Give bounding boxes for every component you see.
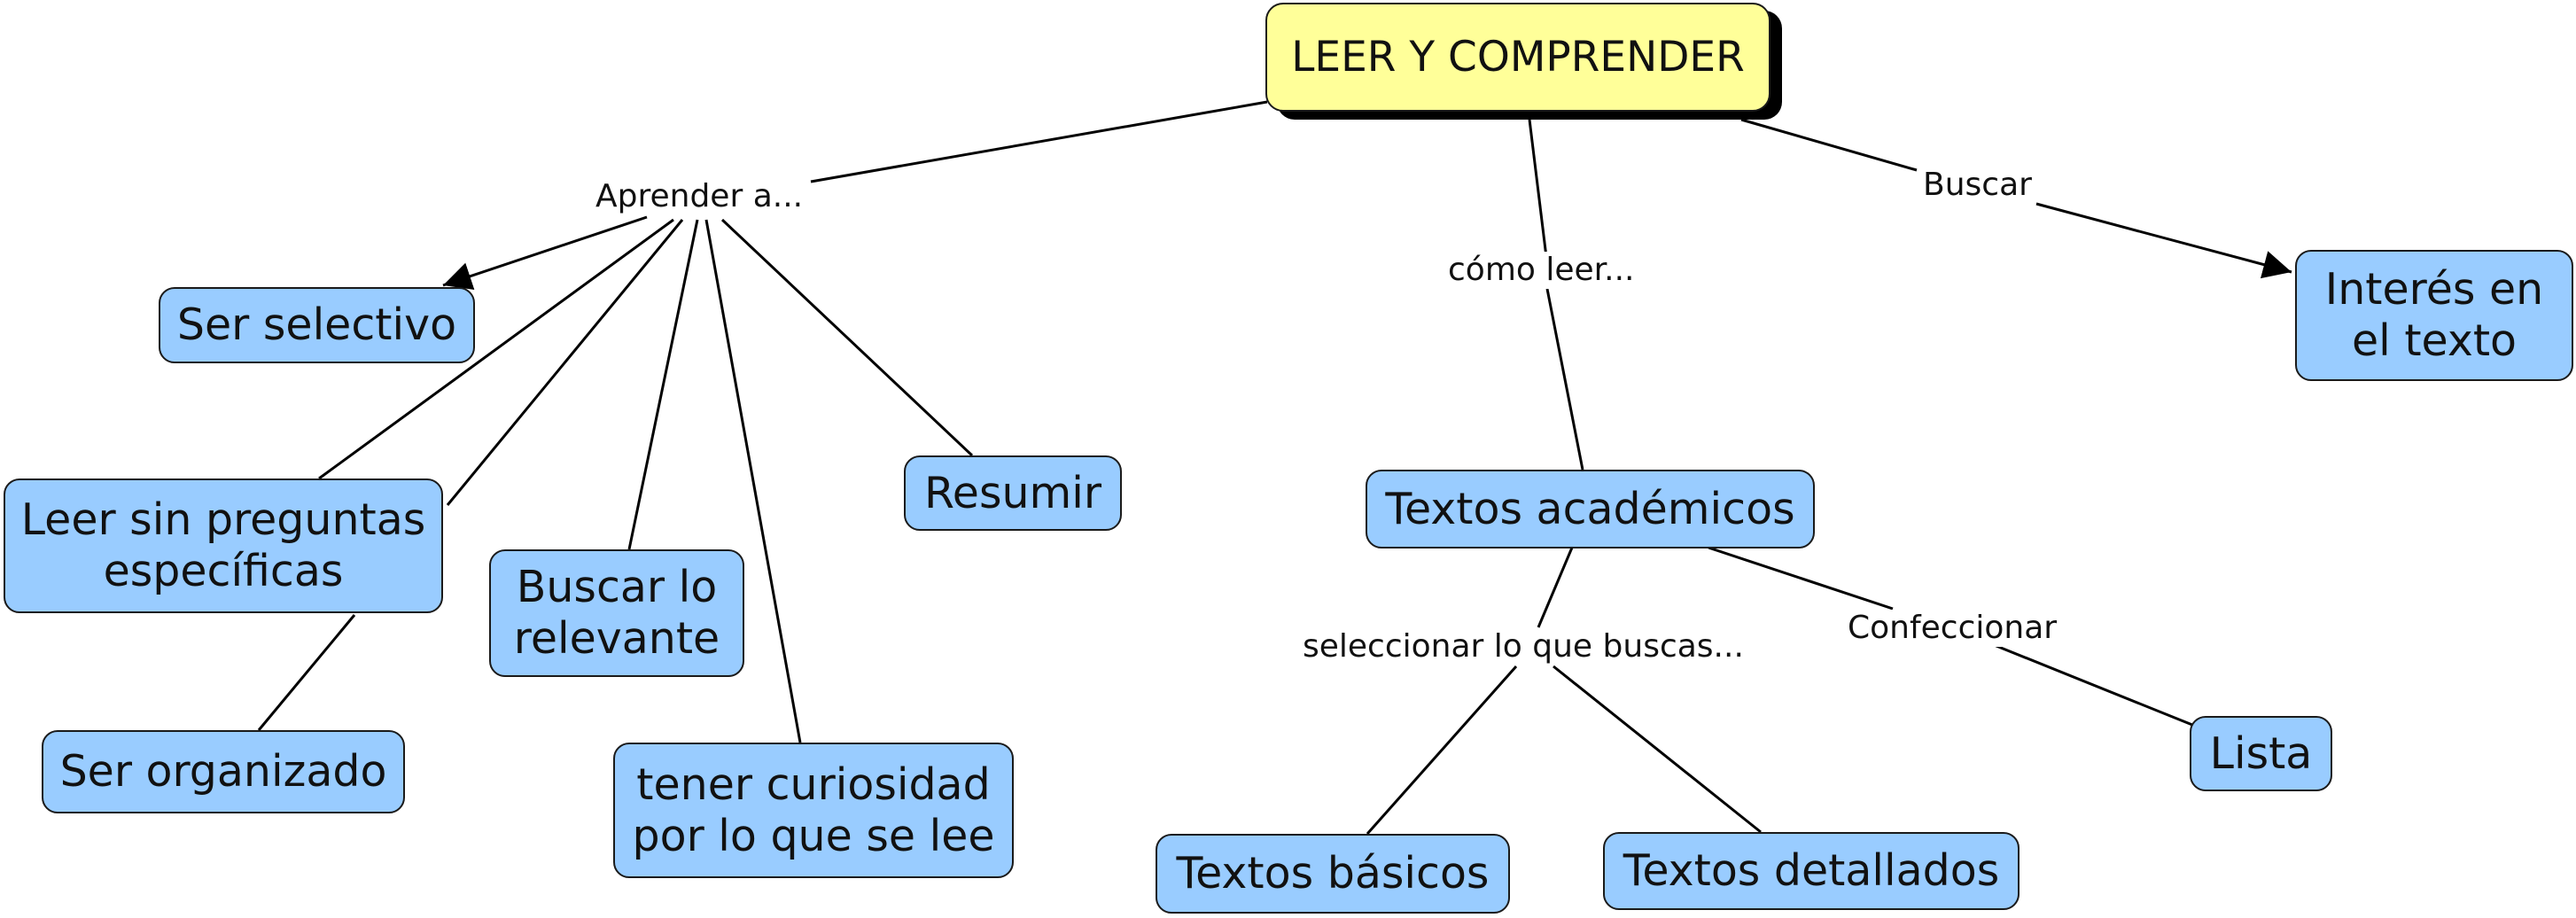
concept-root-label: LEER Y COMPRENDER [1291, 32, 1745, 82]
connector-seleccionar-textos-detallados [1553, 665, 1762, 834]
connector-aprender-tener-curiosidad [704, 219, 802, 743]
concept-tener-curiosidad-label: tener curiosidad por lo que se lee [632, 759, 995, 861]
link-label-confeccionar: Confeccionar [1844, 610, 2061, 647]
connector-aprender-leer-sin-preguntas [318, 218, 674, 480]
concept-tener-curiosidad[interactable]: tener curiosidad por lo que se lee [613, 743, 1014, 878]
link-label-aprender: Aprender a... [592, 178, 807, 215]
concept-textos-detallados-label: Textos detallados [1623, 845, 2000, 896]
concept-textos-academicos[interactable]: Textos académicos [1366, 470, 1815, 548]
connector-root-buscar [1740, 118, 1918, 172]
concept-ser-organizado[interactable]: Ser organizado [42, 730, 405, 813]
connector-leer-sin-preguntas-ser-organizado [257, 614, 356, 731]
connector-buscar-interes-texto [2035, 202, 2292, 279]
concept-textos-academicos-label: Textos académicos [1385, 483, 1795, 534]
connector-confeccionar-lista [1991, 642, 2193, 727]
concept-lista-label: Lista [2209, 727, 2313, 779]
concept-leer-sin-preguntas[interactable]: Leer sin preguntas específicas [4, 478, 443, 613]
concept-buscar-relevante-label: Buscar lo relevante [513, 562, 720, 664]
concept-interes-texto-label: Interés en el texto [2324, 264, 2544, 366]
concept-ser-organizado-label: Ser organizado [59, 746, 387, 797]
connector-como-leer-textos-academicos [1545, 288, 1584, 471]
link-label-como-leer: cómo leer... [1444, 252, 1638, 289]
connector-aprender-leer-sin-preguntas-2 [446, 219, 684, 506]
link-label-seleccionar: seleccionar lo que buscas... [1299, 628, 1747, 665]
concept-lista[interactable]: Lista [2190, 716, 2332, 791]
concept-textos-basicos-label: Textos básicos [1176, 848, 1490, 899]
connector-root-como-leer [1528, 119, 1548, 258]
concept-textos-detallados[interactable]: Textos detallados [1603, 832, 2020, 910]
link-label-buscar: Buscar [1919, 167, 2035, 204]
connector-textos-academicos-confeccionar [1708, 546, 1894, 611]
connector-root-aprender [810, 100, 1268, 183]
connector-textos-academicos-seleccionar [1537, 547, 1574, 628]
connector-seleccionar-textos-basicos [1366, 665, 1518, 835]
concept-root[interactable]: LEER Y COMPRENDER [1265, 3, 1771, 112]
concept-buscar-relevante[interactable]: Buscar lo relevante [489, 549, 744, 677]
connector-aprender-ser-selectivo [442, 215, 648, 291]
concept-textos-basicos[interactable]: Textos básicos [1156, 834, 1510, 914]
connector-aprender-buscar-relevante [627, 219, 699, 550]
concept-ser-selectivo[interactable]: Ser selectivo [159, 287, 475, 363]
concept-leer-sin-preguntas-label: Leer sin preguntas específicas [20, 494, 426, 596]
concept-ser-selectivo-label: Ser selectivo [176, 300, 457, 350]
concept-resumir-label: Resumir [923, 467, 1102, 518]
concept-interes-texto[interactable]: Interés en el texto [2295, 250, 2573, 381]
concept-resumir[interactable]: Resumir [904, 455, 1122, 531]
connector-aprender-resumir [720, 218, 974, 457]
